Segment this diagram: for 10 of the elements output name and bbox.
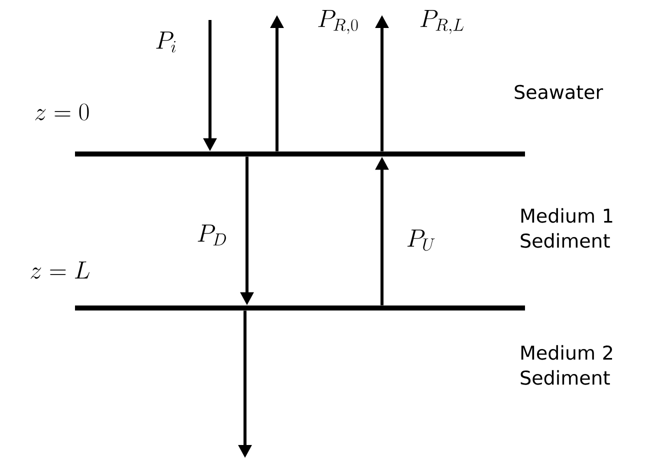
boundary-label: $z = L$	[30, 262, 90, 279]
layer-label: Medium 2 Sediment	[520, 345, 612, 385]
layer-label: Seawater	[514, 84, 604, 100]
boundary-label: $z = 0$	[35, 104, 89, 120]
edge-label: $P_{R,L}$	[420, 10, 464, 34]
layer-label: Medium 1 Sediment	[520, 208, 612, 248]
edge-label: $P_D$	[198, 224, 226, 246]
edge-label: $P_U$	[407, 230, 435, 251]
edge-label: $P_i$	[156, 32, 176, 53]
edge-label: $P_{R,0}$	[318, 10, 358, 34]
